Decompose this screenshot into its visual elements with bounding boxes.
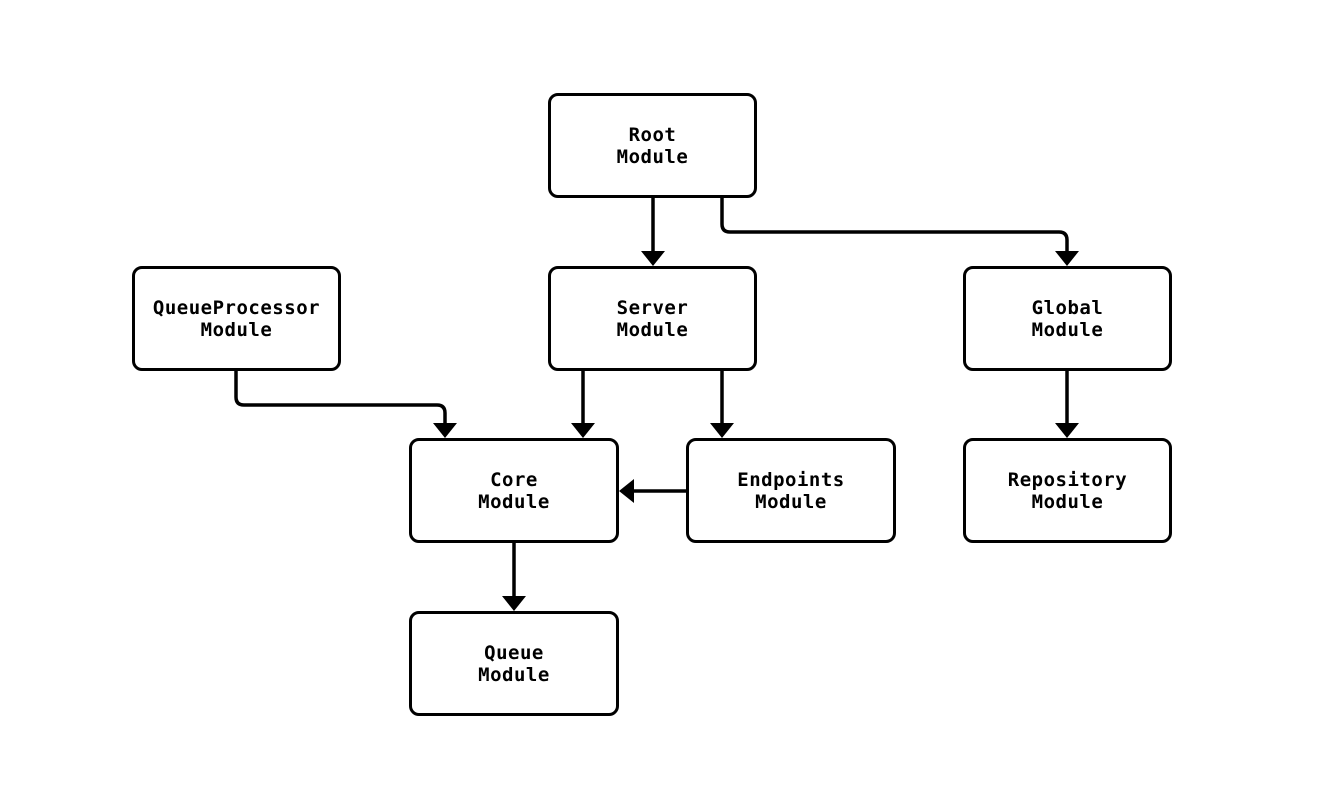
edge-root-to-global	[720, 198, 1079, 266]
node-global-module: Global Module	[963, 266, 1172, 371]
node-queueprocessor-module-label: QueueProcessor Module	[152, 296, 321, 341]
node-root-module-label: Root Module	[616, 123, 689, 168]
edge-server-to-endpoints	[710, 371, 734, 438]
node-endpoints-module-label: Endpoints Module	[737, 468, 845, 513]
node-queueprocessor-module: QueueProcessor Module	[132, 266, 341, 371]
node-repository-module-label: Repository Module	[1007, 468, 1128, 513]
node-repository-module: Repository Module	[963, 438, 1172, 543]
node-root-module: Root Module	[548, 93, 757, 198]
edge-endpoints-to-core	[619, 479, 686, 503]
node-global-module-label: Global Module	[1031, 296, 1104, 341]
node-queue-module-label: Queue Module	[478, 641, 550, 686]
node-server-module-label: Server Module	[616, 296, 689, 341]
edge-core-to-queue	[502, 543, 526, 611]
node-core-module: Core Module	[409, 438, 619, 543]
edge-root-to-server	[641, 198, 665, 266]
edge-server-to-core	[571, 371, 595, 438]
node-endpoints-module: Endpoints Module	[686, 438, 896, 543]
edge-queueprocessor-to-core	[234, 371, 457, 438]
node-server-module: Server Module	[548, 266, 757, 371]
node-queue-module: Queue Module	[409, 611, 619, 716]
node-core-module-label: Core Module	[478, 468, 550, 513]
edge-global-to-repository	[1055, 371, 1079, 438]
